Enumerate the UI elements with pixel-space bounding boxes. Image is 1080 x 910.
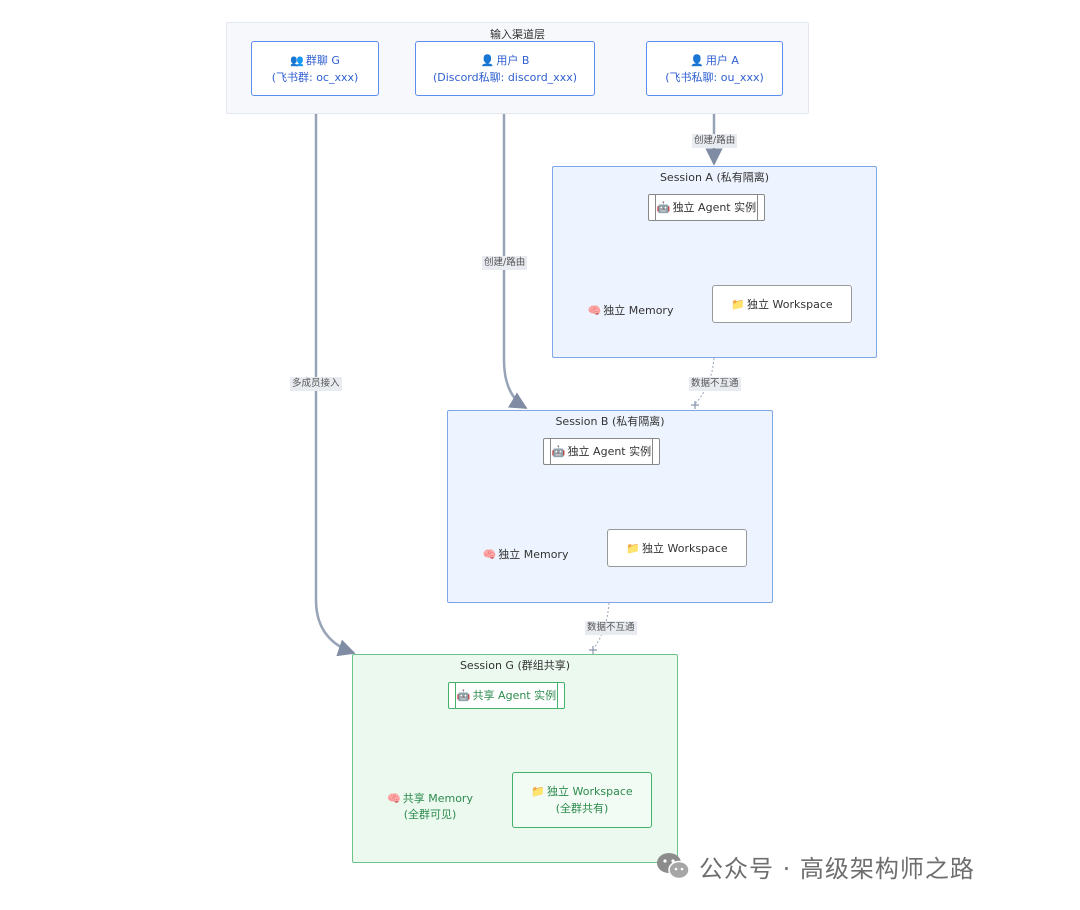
- folder-icon: 📁: [531, 785, 546, 798]
- session-a-workspace-node[interactable]: 📁独立 Workspace: [712, 285, 852, 323]
- session-b-agent-node[interactable]: 🤖独立 Agent 实例: [543, 438, 660, 465]
- user-a-label: 用户 A: [705, 53, 739, 67]
- isolation-mark-ab: [691, 401, 699, 409]
- session-a-agent-node[interactable]: 🤖独立 Agent 实例: [648, 194, 765, 221]
- session-g-agent-node[interactable]: 🤖共享 Agent 实例: [448, 682, 565, 709]
- edge-label-ab-isolation: 数据不互通: [689, 377, 741, 391]
- edge-label-g-join: 多成员接入: [290, 377, 342, 391]
- edge-group-g-to-session-g: [314, 97, 356, 657]
- robot-icon: 🤖: [656, 201, 671, 214]
- session-b-workspace-node[interactable]: 📁独立 Workspace: [607, 529, 747, 567]
- user-b-sub: (Discord私聊: discord_xxx): [432, 70, 578, 84]
- session-a-memory-text: 🧠独立 Memory: [587, 304, 674, 317]
- session-b-memory-node[interactable]: 🧠独立 Memory: [479, 520, 572, 576]
- group-icon: 👥: [290, 53, 304, 67]
- edge-label-b-route: 创建/路由: [482, 256, 528, 270]
- user-icon: 👤: [690, 53, 704, 67]
- session-a-title: Session A (私有隔离): [659, 171, 770, 184]
- robot-icon: 🤖: [456, 689, 471, 702]
- session-b-workspace-label: 独立 Workspace: [642, 541, 728, 555]
- session-g-title: Session G (群组共享): [459, 659, 571, 672]
- session-b-title: Session B (私有隔离): [555, 415, 665, 428]
- session-g-workspace-node[interactable]: 📁独立 Workspace (全群共有): [512, 772, 652, 828]
- session-b-agent-label: 独立 Agent 实例: [567, 445, 652, 458]
- user-b-node[interactable]: 👤用户 B (Discord私聊: discord_xxx): [415, 41, 595, 96]
- folder-icon: 📁: [731, 297, 746, 311]
- session-g-memory-text: 🧠共享 Memory (全群可见): [387, 792, 473, 821]
- brain-icon: 🧠: [587, 304, 602, 317]
- user-icon: 👤: [480, 53, 495, 67]
- session-g-workspace-label: 独立 Workspace: [547, 785, 633, 798]
- channel-layer-title: 输入渠道层: [490, 28, 545, 41]
- session-a-memory-node[interactable]: 🧠独立 Memory: [584, 276, 677, 332]
- brain-icon: 🧠: [482, 548, 497, 561]
- session-g-workspace-sub: (全群共有): [555, 802, 609, 815]
- wechat-icon: [657, 853, 690, 880]
- edge-label-bg-isolation: 数据不互通: [585, 621, 637, 635]
- watermark-text: 公众号 · 高级架构师之路: [699, 854, 975, 883]
- session-g-memory-node[interactable]: 🧠共享 Memory (全群可见): [384, 764, 476, 836]
- group-g-node[interactable]: 👥群聊 G (飞书群: oc_xxx): [251, 41, 379, 96]
- watermark: 公众号 · 高级架构师之路: [655, 848, 975, 884]
- user-a-node[interactable]: 👤用户 A (飞书私聊: ou_xxx): [646, 41, 783, 96]
- folder-icon: 📁: [626, 541, 641, 555]
- session-a-workspace-label: 独立 Workspace: [747, 297, 833, 311]
- user-a-sub: (飞书私聊: ou_xxx): [665, 70, 764, 84]
- isolation-mark-bg: [589, 646, 597, 654]
- group-g-label: 群聊 G: [305, 53, 340, 67]
- session-a-agent-label: 独立 Agent 实例: [672, 201, 757, 214]
- brain-icon: 🧠: [387, 792, 401, 805]
- session-b-memory-text: 🧠独立 Memory: [482, 548, 569, 561]
- session-g-agent-label: 共享 Agent 实例: [472, 689, 557, 702]
- edge-user-b-to-session-b: [502, 97, 528, 410]
- group-g-sub: (飞书群: oc_xxx): [271, 70, 359, 84]
- user-b-label: 用户 B: [496, 53, 530, 67]
- robot-icon: 🤖: [551, 445, 566, 458]
- edge-label-a-route: 创建/路由: [692, 134, 738, 148]
